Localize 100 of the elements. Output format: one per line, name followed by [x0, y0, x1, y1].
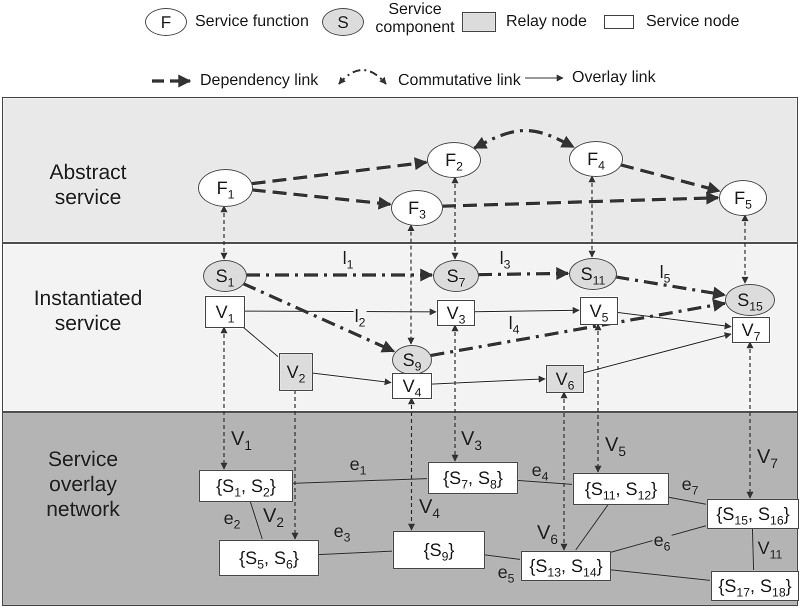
service-component-ellipse [203, 260, 247, 292]
relay-node-box [546, 365, 584, 393]
service-function-ellipse [391, 190, 443, 226]
service-node-box [732, 317, 770, 343]
edge-label: l$_{2}$ [354, 307, 366, 325]
overlay-node-box [711, 571, 799, 601]
service-function-ellipse [427, 142, 481, 178]
node-caption: V$_{7}$ [757, 447, 778, 467]
layer-label: Abstract service [48, 160, 128, 210]
link-line [668, 496, 706, 505]
dashed-arrow [560, 391, 568, 551]
edge-label: V$_{11}$ [756, 539, 784, 557]
dashed-arrow [292, 390, 298, 540]
node-caption: V$_{4}$ [419, 497, 440, 517]
node-label: F$_{1}$ [216, 179, 234, 197]
node-label: {S$_{13}$, S$_{14}$} [529, 557, 603, 575]
dashed-arrow [588, 175, 596, 258]
link-line [516, 480, 572, 485]
node-label: {S$_{5}$, S$_{6}$} [239, 549, 299, 567]
legend-text: Dependency link [200, 72, 318, 90]
thick-dashed-arrow [620, 163, 721, 194]
node-label: {S$_{15}$, S$_{16}$} [716, 505, 790, 523]
overlay-node-box [428, 462, 518, 494]
overlay-node-box [199, 470, 293, 502]
node-label: {S$_{9}$} [424, 541, 454, 559]
service-component-ellipse [392, 345, 432, 375]
arrow [430, 376, 546, 385]
arrow [244, 308, 437, 316]
link-line [292, 478, 428, 484]
legend-text: Service node [646, 13, 740, 32]
node-label: V$_{5}$ [590, 302, 608, 320]
node-label: V$_{2}$ [286, 363, 306, 381]
layer-band [2, 243, 798, 412]
overlay-node-box [219, 540, 319, 576]
layer-band [2, 412, 798, 606]
edge-label: l$_{1}$ [342, 249, 354, 267]
service-node-box [205, 296, 245, 328]
thick-dashed-arrow [242, 282, 396, 353]
link-line [752, 528, 754, 570]
legend-text: Overlay link [572, 69, 656, 88]
link-line [575, 504, 610, 550]
overlay-node-box [573, 473, 669, 505]
node-label: V$_{3}$ [446, 304, 466, 322]
node-label: {S$_{17}$, S$_{18}$} [718, 577, 792, 595]
link-line [484, 554, 520, 560]
arrow [582, 332, 732, 374]
node-label: S$_{7}$ [446, 267, 466, 285]
legend-text: Service component [374, 1, 456, 38]
node-label: V$_{4}$ [402, 377, 422, 395]
service-node-box [392, 373, 432, 399]
service-node-box [437, 300, 475, 326]
legend-symbol-letter: F [160, 14, 172, 30]
dashed-arrow [408, 224, 414, 345]
node-label: S$_{15}$ [737, 291, 763, 309]
node-caption: V$_{5}$ [605, 435, 626, 455]
node-caption: V$_{3}$ [461, 429, 482, 449]
dashed-arrow [452, 176, 458, 260]
overlay-node-box [393, 531, 485, 569]
link-line [610, 525, 706, 553]
node-label: {S$_{11}$, S$_{12}$} [584, 480, 658, 498]
overlay-node-box [707, 499, 799, 529]
node-label: {S$_{1}$, S$_{2}$} [216, 477, 276, 495]
node-label: F$_{2}$ [445, 151, 463, 169]
service-function-ellipse [569, 141, 623, 177]
link-line [318, 550, 392, 556]
dashed-arrow [408, 397, 415, 531]
service-function-ellipse [198, 169, 253, 207]
service-component-ellipse [433, 260, 479, 292]
node-label: V$_{7}$ [742, 321, 760, 339]
dashed-arrow [220, 205, 228, 260]
dashed-arrow [220, 326, 228, 470]
node-label: {S$_{7}$, S$_{8}$} [443, 469, 503, 487]
edge-label: l$_{3}$ [498, 249, 512, 267]
thick-dashed-arrow [473, 128, 575, 150]
layer-label: Instantiated service [32, 286, 144, 336]
dashed-arrow [594, 323, 602, 473]
thick-dashed-arrow [442, 192, 720, 208]
node-label: F$_{3}$ [408, 199, 426, 217]
node-label: V$_{6}$ [556, 370, 574, 388]
link-line [242, 326, 278, 358]
node-label: S$_{1}$ [216, 267, 234, 285]
dashed-arrow [746, 341, 754, 499]
node-label: S$_{11}$ [580, 265, 606, 283]
service-component-ellipse [725, 284, 775, 316]
layer-label: Service overlay network [45, 447, 121, 523]
thick-dashed-arrow [430, 298, 726, 358]
service-function-ellipse [719, 180, 767, 216]
node-label: F$_{5}$ [734, 189, 752, 207]
arrow [312, 372, 392, 386]
link-line [610, 569, 710, 581]
overlay-node-box [521, 551, 611, 581]
arrow [616, 312, 732, 330]
edge-label: l$_{4}$ [508, 314, 520, 332]
node-caption: V$_{1}$ [231, 429, 252, 449]
legend-symbol-letter: S [337, 14, 349, 30]
edge-label: l$_{5}$ [658, 263, 672, 281]
dashed-arrow [452, 324, 458, 462]
arrow [474, 306, 580, 314]
legend-text: Commutative link [398, 72, 521, 90]
thick-dashed-arrow [252, 188, 392, 210]
